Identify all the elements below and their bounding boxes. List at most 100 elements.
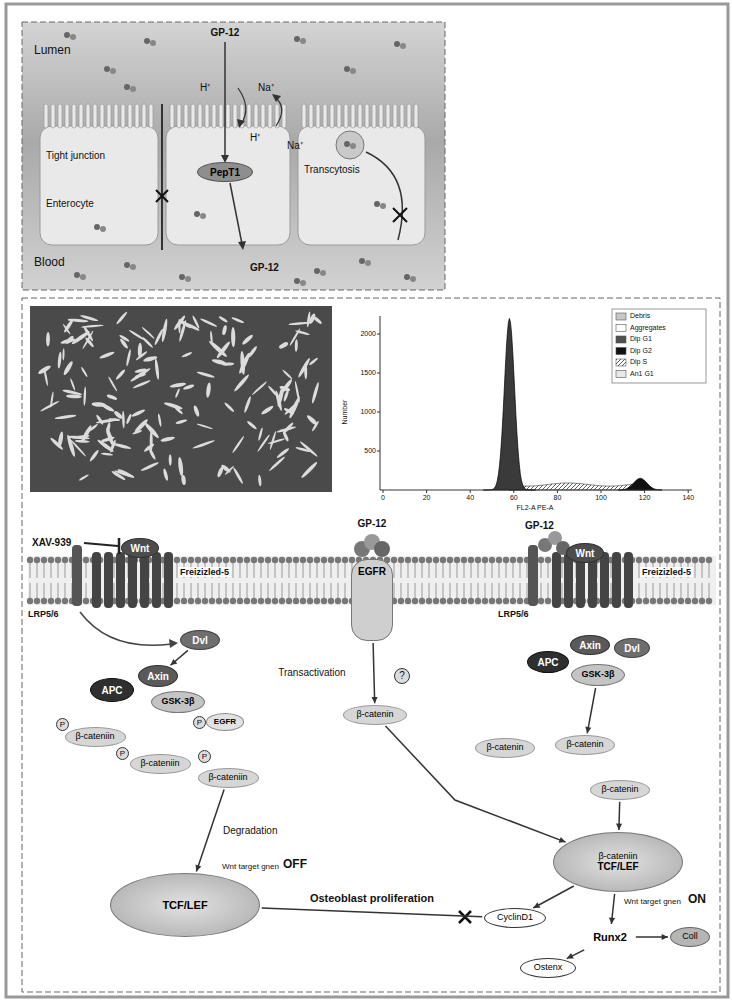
lipid-tail (310, 563, 311, 578)
spindle-cell (241, 333, 254, 345)
text-label: 2000 (360, 330, 376, 338)
lipid-head (440, 557, 446, 563)
protein-oval: β-catenin (555, 735, 615, 754)
text-label: 80 (554, 494, 562, 502)
spindle-cell (196, 423, 213, 430)
lipid-head (405, 557, 411, 563)
microvillus (121, 104, 125, 128)
lipid-head (223, 598, 229, 604)
lipid-tail (289, 583, 290, 598)
lipid-head (671, 557, 677, 563)
spindle-cell (224, 465, 234, 475)
peptide (185, 276, 191, 282)
lipid-head (412, 598, 418, 604)
microvillus (191, 104, 195, 128)
protein-oval: GSK-3β (151, 691, 205, 713)
spindle-cell (143, 443, 155, 453)
lipid-tail (548, 563, 549, 578)
lipid-head (188, 557, 194, 563)
lipid-tail (653, 583, 654, 598)
text-label: 60 (510, 494, 518, 502)
spindle-cell (95, 414, 104, 425)
uptake-arrow (224, 42, 226, 158)
lipid-tail (177, 583, 178, 598)
spindle-cell (62, 323, 71, 334)
tick (377, 373, 380, 374)
phospho-mark: P (116, 747, 129, 760)
peptide (80, 274, 86, 280)
lipid-head (293, 557, 299, 563)
spindle-cell (208, 340, 228, 359)
spindle-cell (278, 341, 289, 350)
node-text: β-cateniin (140, 759, 179, 769)
block-mark (393, 208, 407, 222)
lipid-head (209, 557, 215, 563)
spindle-cell (108, 418, 120, 422)
lipid-tail (114, 583, 115, 598)
lipid-tail (541, 583, 542, 598)
lipid-tail (520, 563, 521, 578)
microvillus (226, 104, 230, 128)
edge-label: Degradation (221, 825, 279, 837)
helix (104, 552, 113, 608)
lipid-tail (254, 583, 255, 598)
lipid-tail (702, 563, 703, 578)
lipid-tail (37, 583, 38, 598)
microvillus (170, 104, 174, 128)
arrow-head (567, 953, 574, 959)
phospho-mark: P (193, 716, 206, 729)
spindle-cell (260, 405, 274, 416)
lipid-tail (247, 583, 248, 598)
protein-oval: β-cateniin (130, 754, 191, 773)
spindle-cell (196, 371, 215, 379)
node-text: GSK-3β (582, 670, 615, 680)
peptide (300, 38, 306, 44)
spindle-cell (177, 457, 184, 477)
lipid-head (664, 557, 670, 563)
lipid-tail (471, 563, 472, 578)
spindle-cell (295, 339, 298, 352)
node-text: GSK-3β (162, 697, 195, 707)
lipid-head (447, 557, 453, 563)
s-phase-area (509, 483, 644, 490)
lipid-tail (247, 563, 248, 578)
spindle-cell (258, 475, 262, 487)
spindle-cell (200, 317, 218, 327)
lipid-head (216, 598, 222, 604)
text-label: Wnt target gnen (624, 897, 681, 906)
microvillus (86, 104, 90, 128)
node-text: EGFR (214, 718, 236, 727)
protein-oval: Runx2 (586, 926, 634, 948)
lipid-tail (65, 583, 66, 598)
spindle-cell (251, 381, 267, 396)
lipid-head (279, 598, 285, 604)
enterocytes (40, 104, 425, 245)
lipid-head (510, 598, 516, 604)
spindle-cell (238, 352, 252, 375)
node-text: CyclinD1 (497, 913, 533, 923)
peptide (70, 34, 76, 40)
spindle-cell (297, 357, 311, 378)
lipid-head (265, 557, 271, 563)
lipid-head (328, 598, 334, 604)
spindle-cell (276, 447, 290, 459)
lipid-head (314, 557, 320, 563)
lipid-head (468, 598, 474, 604)
text-label: 1500 (360, 369, 376, 377)
lipid-head (657, 598, 663, 604)
frizzled-receptor (92, 552, 173, 608)
lipid-tail (296, 563, 297, 578)
spindle-cell (175, 419, 187, 425)
lipid-head (496, 557, 502, 563)
helix (624, 552, 633, 608)
arrow-head (585, 727, 591, 734)
lipid-tail (471, 583, 472, 598)
protein-oval: APC (90, 678, 134, 702)
spindle-cell (211, 358, 227, 366)
lipid-tail (289, 563, 290, 578)
microvillus (365, 104, 369, 128)
text-label: LRP5/6 (28, 609, 59, 619)
lipid-head (685, 598, 691, 604)
spindle-cell (130, 367, 152, 383)
lipid-head (195, 557, 201, 563)
